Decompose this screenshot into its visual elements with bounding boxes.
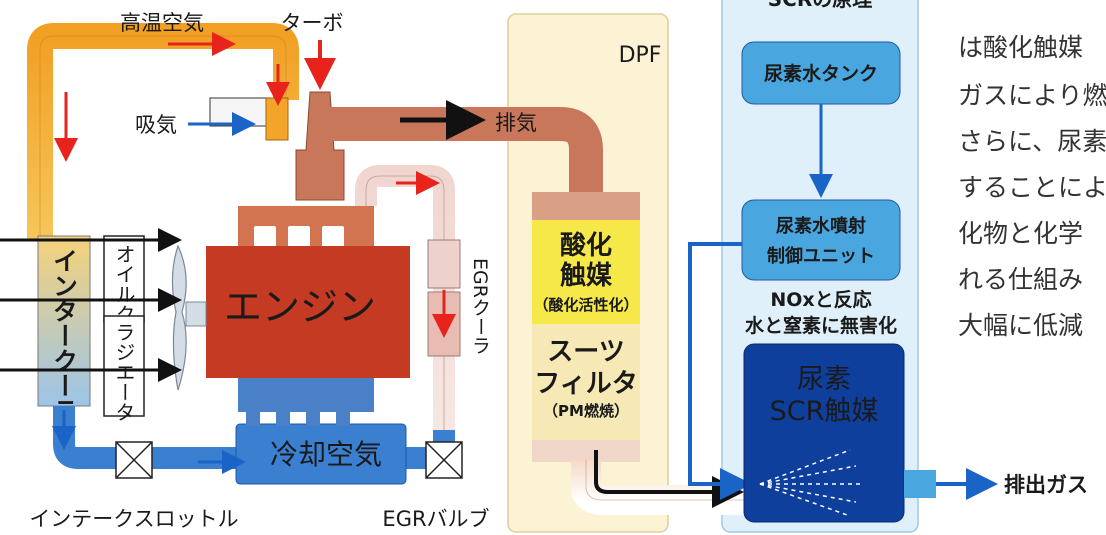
turbo-label: ターボ [281, 11, 344, 35]
coolant-pipe-2 [276, 412, 290, 426]
scr-header: SCRの原理 [768, 0, 872, 11]
urea-injection-label-1: 尿素水噴射 [776, 215, 866, 237]
egr-cooler-top [427, 239, 461, 289]
high-temp-air-label: 高温空気 [120, 11, 204, 35]
urea-spray [759, 449, 860, 517]
side-text-7: 大幅に低減 [958, 311, 1084, 340]
nox-reaction-label-2: 水と窒素に無害化 [745, 314, 897, 337]
side-text-2: ガスにより燃 [958, 81, 1106, 110]
radiator [103, 315, 145, 417]
dpf-outlet-pipe-edge [585, 460, 748, 501]
exhaust-pipe [330, 107, 603, 196]
intercooler-label: インタークーラ [50, 248, 79, 423]
flow-arrow-dpf-scr [594, 450, 744, 508]
engine-base [238, 378, 374, 412]
dpf-body-top [532, 192, 640, 222]
oxidation-label-1: 酸化 [560, 231, 612, 261]
intercooler [37, 235, 91, 407]
hot-air-pipe-edge [39, 35, 287, 240]
scr-catalyst [743, 343, 905, 523]
dpf-body-bottom [532, 440, 640, 462]
urea-injection-label-2: 制御ユニット [767, 245, 875, 267]
engine-block [206, 246, 410, 378]
exhaust-gas-label: 排出ガス [1004, 473, 1088, 497]
intake-label: 吸気 [135, 113, 177, 137]
side-text-5: 化物と化学 [958, 219, 1084, 248]
scr-catalyst-label-1: 尿素 [797, 364, 851, 395]
intake-throttle-label: インテークスロットル [29, 507, 238, 531]
cooling-air-label: 冷却空気 [270, 438, 382, 471]
urea-injection-line [688, 242, 752, 500]
exhaust-outlet-pipe [904, 470, 936, 498]
soot-label-1: スーツ [547, 337, 624, 367]
scr-catalyst-label-2: SCR触媒 [770, 396, 879, 427]
exhaust-label: 排気 [495, 111, 537, 135]
coolant-pipe-1 [246, 412, 260, 426]
pm-burn-label: （PM燃焼） [543, 402, 629, 420]
egr-valve-x2 [425, 441, 463, 479]
oxidation-note: （酸化活性化） [533, 296, 638, 314]
side-text-1: は酸化触媒 [958, 33, 1084, 62]
soot-label-2: フィルタ [534, 369, 637, 399]
urea-injection-box [741, 199, 901, 281]
egr-cooler-label: EGRクーラ [469, 258, 491, 355]
fan-icon [171, 244, 187, 391]
turbo-compressor [265, 97, 289, 141]
engine-port-1 [254, 226, 276, 252]
egr-valve-label: EGRバルブ [382, 507, 489, 531]
oxidation-label-2: 触媒 [560, 261, 613, 291]
radiator-label: ラジエータ [112, 322, 136, 422]
side-text-4: することによ [958, 173, 1106, 202]
oxidation-catalyst [532, 220, 640, 324]
coolant-pipe-3 [306, 412, 320, 426]
intake-throttle-x2 [115, 441, 153, 479]
side-text-6: れる仕組み [958, 265, 1084, 294]
engine-port-2 [288, 226, 310, 252]
soot-filter [532, 324, 640, 440]
side-text-3: さらに、尿素 [958, 127, 1106, 156]
engine-label: エンジン [224, 285, 376, 329]
urea-tank-label: 尿素水タンク [764, 62, 878, 85]
egr-pipe-edge [365, 175, 445, 440]
dpf-label: DPF [619, 43, 662, 68]
coolant-pipe-4 [336, 412, 350, 426]
nox-reaction-label-1: NOxと反応 [770, 288, 871, 311]
fan-hub [185, 301, 207, 327]
engine-port-3 [322, 226, 344, 252]
oil-cooler [103, 235, 145, 323]
